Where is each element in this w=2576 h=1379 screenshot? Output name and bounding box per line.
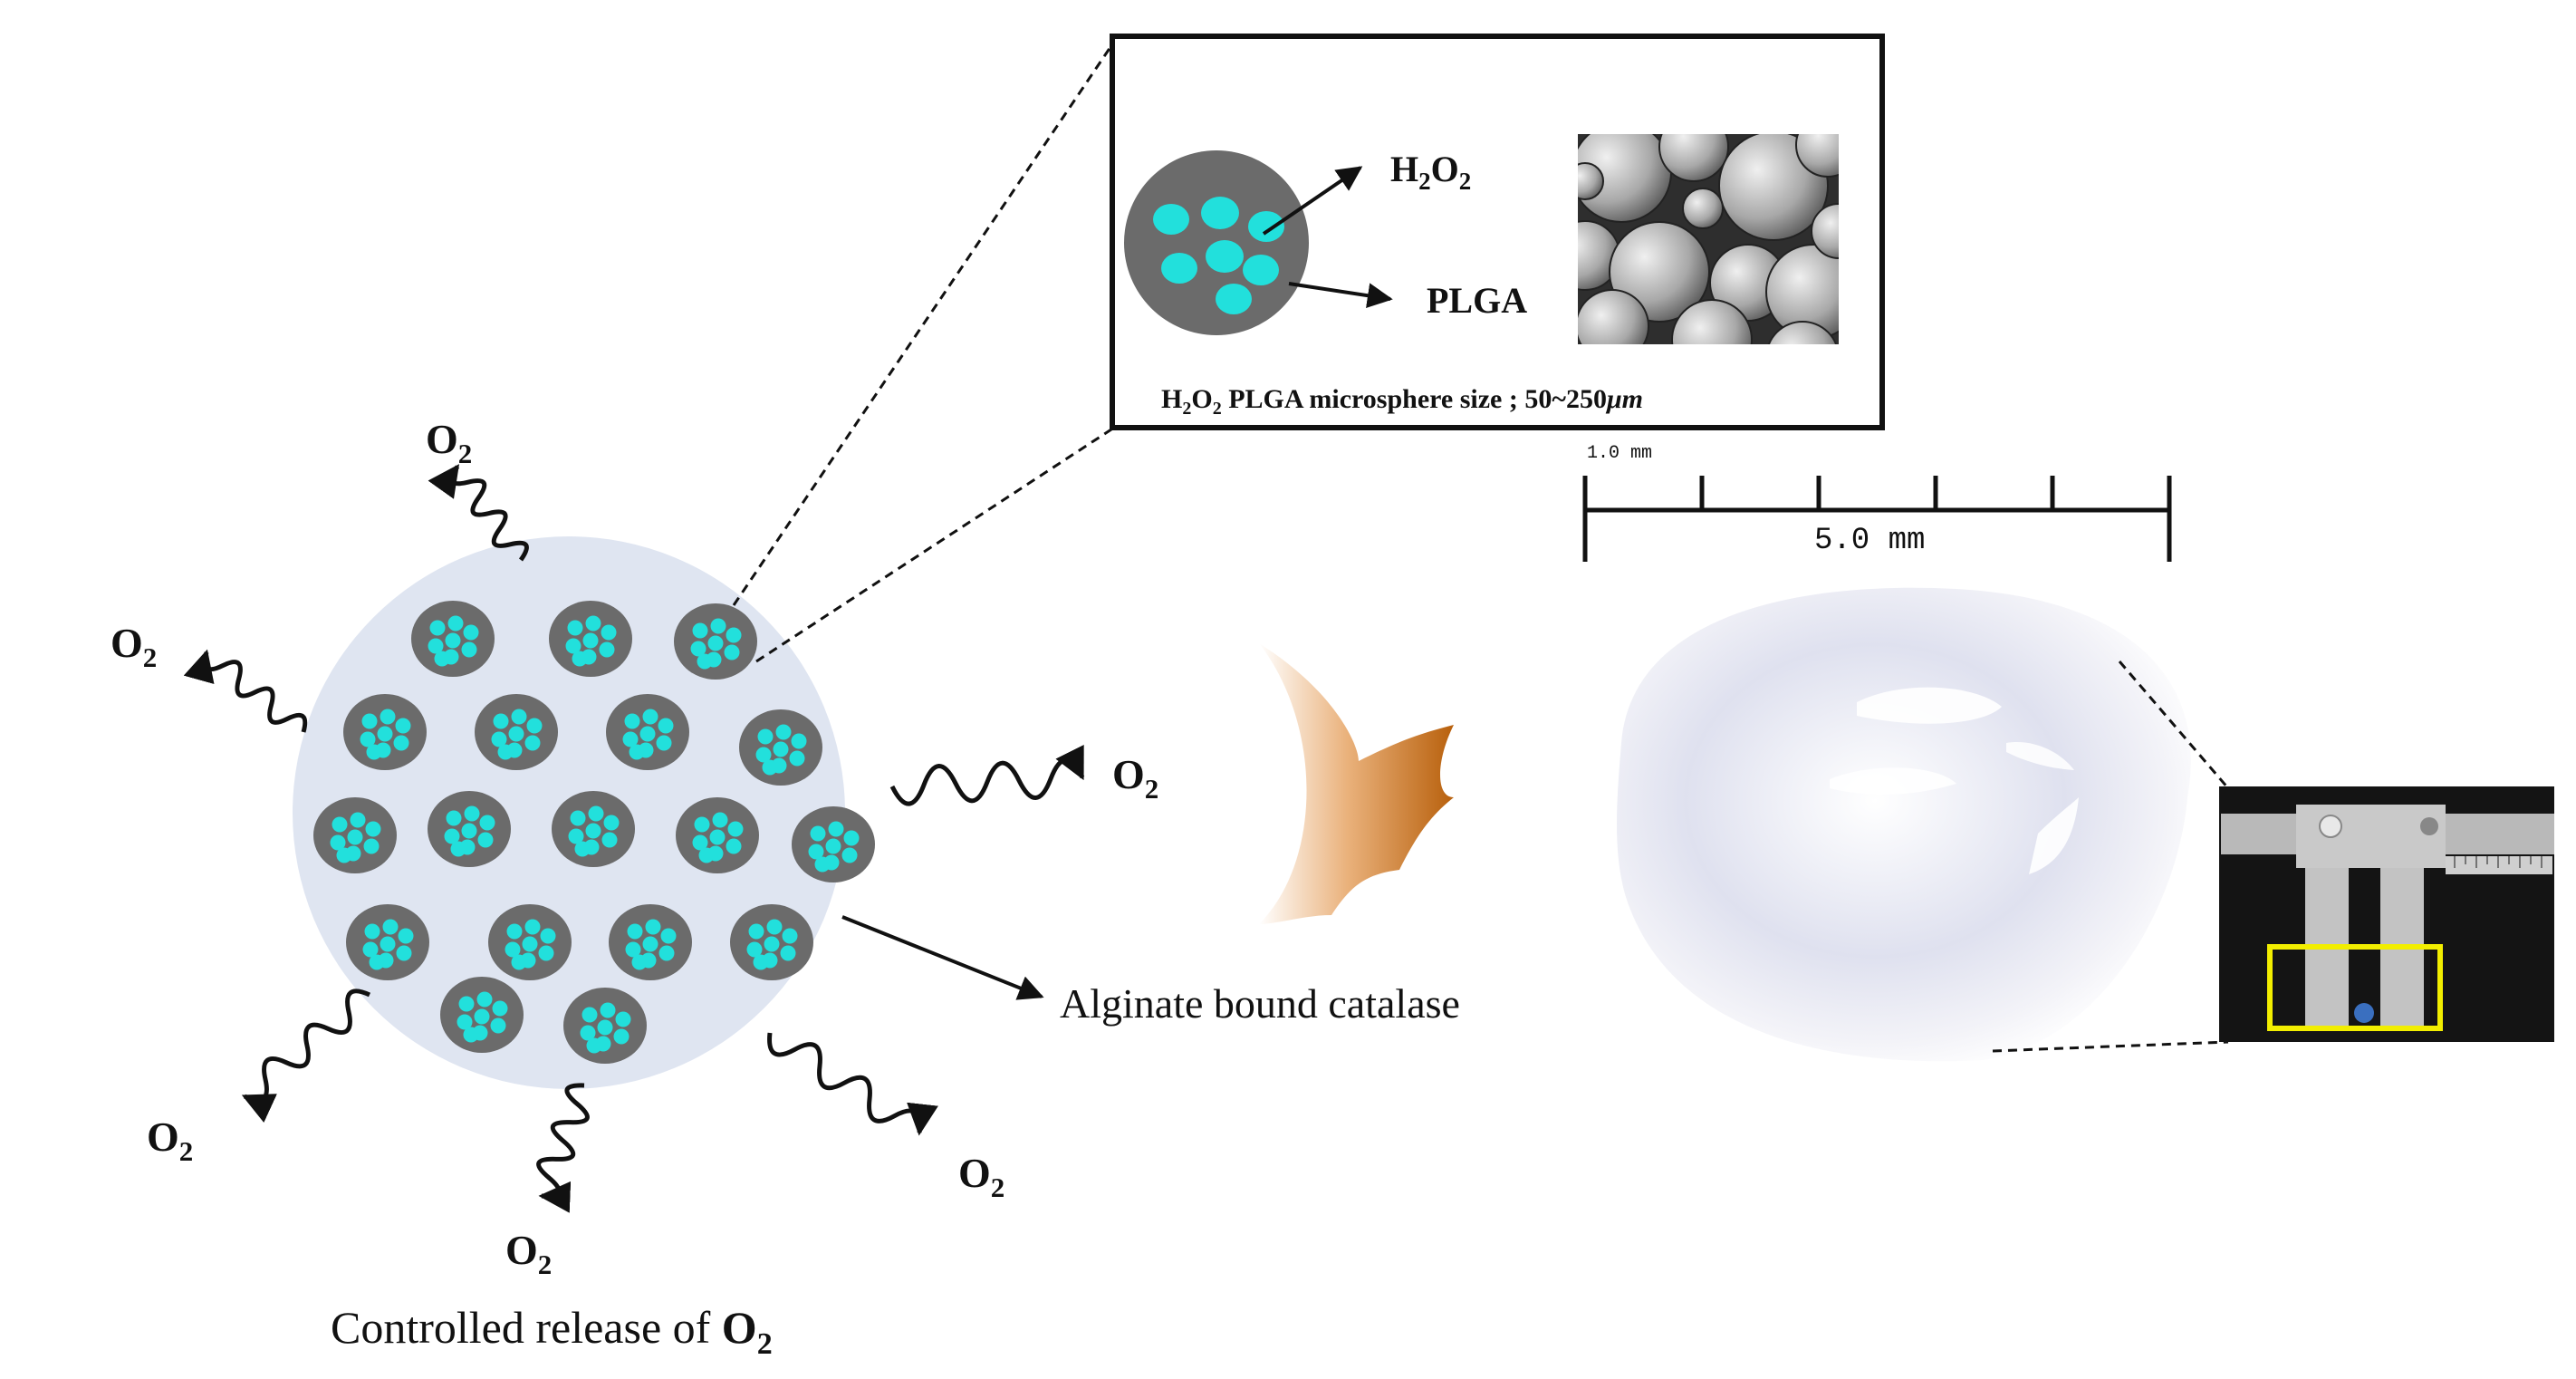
microsphere (313, 797, 397, 873)
microsphere (475, 694, 558, 770)
o2-label: O2 (1112, 751, 1158, 805)
o2-wave-arrow (536, 1083, 590, 1213)
h2o2-h: H (1390, 149, 1418, 189)
cap-rest: PLGA microsphere size ; 50~250 (1222, 384, 1607, 414)
caliper-photo-icon (2219, 786, 2554, 1042)
sem-microsphere (1671, 299, 1753, 344)
bottom-caption-o: O (722, 1302, 757, 1353)
microsphere (549, 601, 632, 677)
cap-h: H (1161, 384, 1182, 414)
photo-zoom-line-bottom (1992, 1040, 2229, 1053)
h2o2-sub1: 2 (1418, 168, 1431, 195)
sem-microsphere (1578, 289, 1649, 344)
o2-wave-arrow (767, 1032, 938, 1136)
microsphere (609, 904, 692, 980)
sem-microsphere (1658, 134, 1729, 182)
scale-small-label: 1.0 mm (1587, 443, 1652, 464)
microsphere-group (313, 601, 875, 1064)
microsphere (428, 791, 511, 867)
o2-wave-arrow (241, 988, 371, 1123)
alginate-pointer-arrow (841, 915, 1044, 1000)
h2o2-pointer-arrow (1262, 166, 1363, 236)
hydrogel-bead-photo (1617, 587, 2191, 1062)
o2-label: O2 (505, 1227, 552, 1280)
microsphere (676, 797, 759, 873)
microsphere (792, 806, 875, 882)
sem-microsphere (1682, 188, 1724, 229)
inset-caption: H2O2 PLGA microsphere size ; 50~250μm (1161, 384, 1643, 419)
o2-wave-arrow (183, 649, 308, 733)
microsphere (730, 904, 813, 980)
microsphere (606, 694, 689, 770)
o2-label: O2 (111, 620, 157, 673)
microsphere (411, 601, 495, 677)
h2o2-sub2: 2 (1459, 168, 1472, 195)
cap-s1: 2 (1182, 399, 1191, 419)
scale-large-label: 5.0 mm (1814, 524, 1925, 558)
microsphere (488, 904, 572, 980)
sem-image (1578, 134, 1839, 344)
microsphere (563, 988, 647, 1064)
sem-microsphere (1767, 321, 1838, 344)
o2-label: O2 (147, 1114, 193, 1167)
o2-label: O2 (426, 416, 472, 469)
inset-h2o2-droplets (1153, 197, 1284, 314)
plga-label: PLGA (1427, 280, 1527, 321)
o2-label: O2 (958, 1150, 1004, 1203)
bottom-caption-sub: 2 (757, 1327, 773, 1361)
o2-wave-arrow (889, 745, 1085, 806)
plga-pointer-arrow (1288, 282, 1393, 309)
alginate-label: Alginate bound catalase (1060, 980, 1460, 1027)
bottom-caption: Controlled release of O2 (331, 1302, 773, 1361)
h2o2-o: O (1431, 149, 1459, 189)
zoom-line-top (732, 41, 1116, 606)
microsphere (739, 709, 822, 786)
sem-microsphere (1795, 134, 1839, 178)
flame-arrow-icon (1259, 643, 1454, 924)
cap-o: O (1191, 384, 1212, 414)
cap-s2: 2 (1213, 399, 1222, 419)
zoom-line-bottom (755, 426, 1115, 663)
microsphere (440, 977, 524, 1053)
microsphere (343, 694, 427, 770)
scale-bar (1582, 476, 2172, 562)
microsphere (674, 603, 757, 680)
photo-zoom-line-top (2118, 661, 2230, 789)
microsphere (346, 904, 429, 980)
cap-unit: μm (1605, 384, 1643, 414)
microsphere (552, 791, 635, 867)
o2-release-waves (183, 464, 1085, 1213)
h2o2-label: H2O2 (1390, 149, 1471, 195)
bottom-caption-text: Controlled release of (331, 1302, 722, 1353)
sem-microsphere (1811, 203, 1839, 259)
sem-microsphere (1578, 162, 1604, 200)
o2-wave-arrow (428, 464, 529, 562)
